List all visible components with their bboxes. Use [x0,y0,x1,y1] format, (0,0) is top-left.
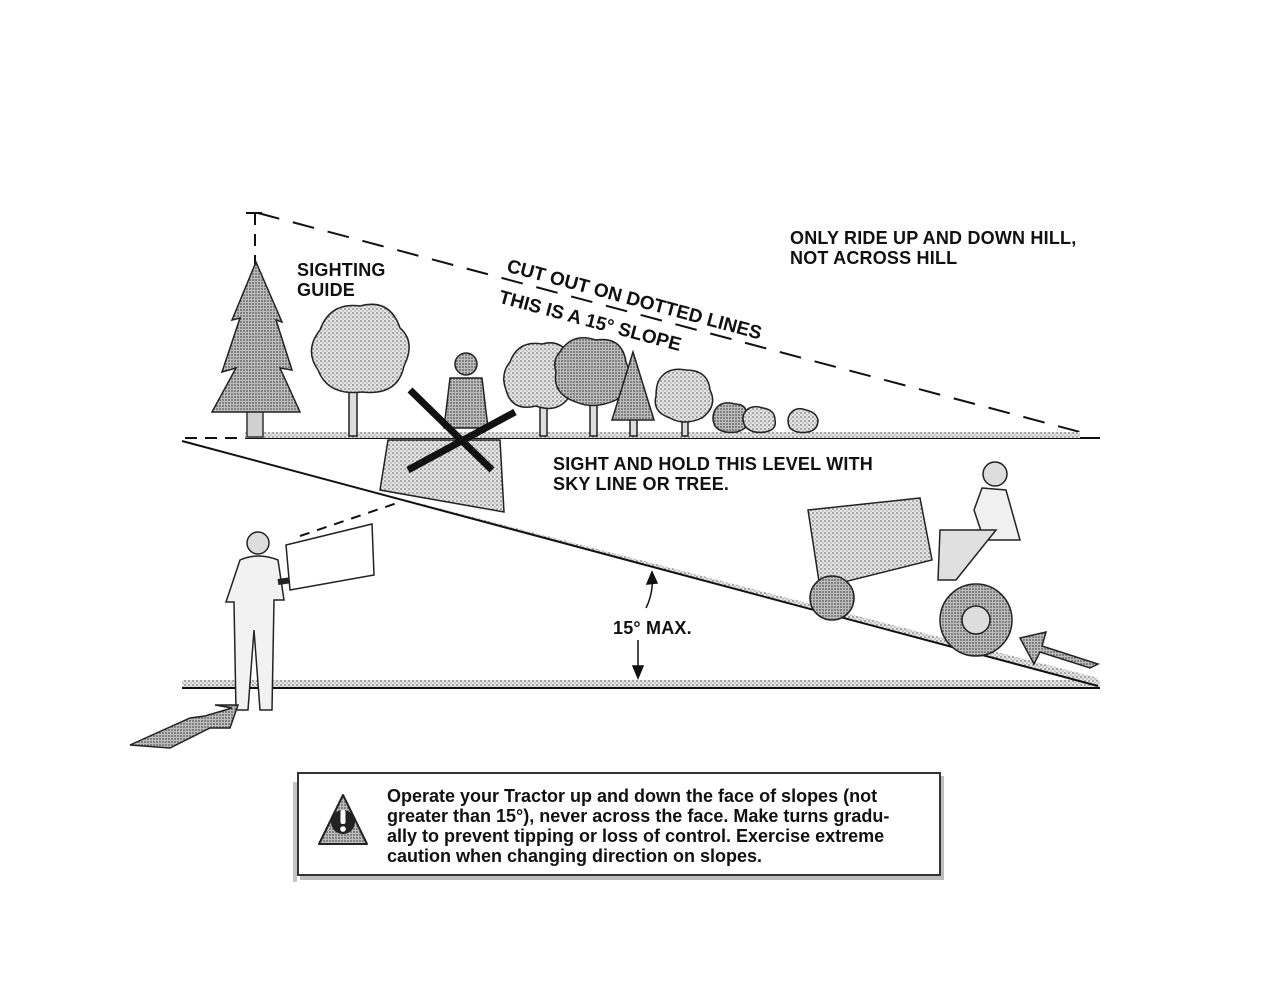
slope-line [181,440,1099,687]
person-with-sighting-guide-illustration [129,501,401,749]
tree-line-illustration [310,303,819,437]
warning-text: Operate your Tractor up and down the fac… [387,786,890,866]
tractor-up-hill-illustration [807,461,1100,669]
warning-triangle-icon [318,794,368,845]
warning-box: Operate your Tractor up and down the fac… [293,772,941,882]
sighting-guide-label: SIGHTING GUIDE [297,260,386,300]
horizon-line [245,432,1100,439]
pine-tree-illustration [210,260,302,438]
angle-indicator [631,570,659,680]
ground-line [182,680,1100,689]
max-angle-label: 15° MAX. [613,618,692,638]
only-ride-label: ONLY RIDE UP AND DOWN HILL, NOT ACROSS H… [790,228,1077,268]
tractor-across-hill-illustration [379,352,517,513]
sight-hold-label: SIGHT AND HOLD THIS LEVEL WITH SKY LINE … [553,454,873,494]
